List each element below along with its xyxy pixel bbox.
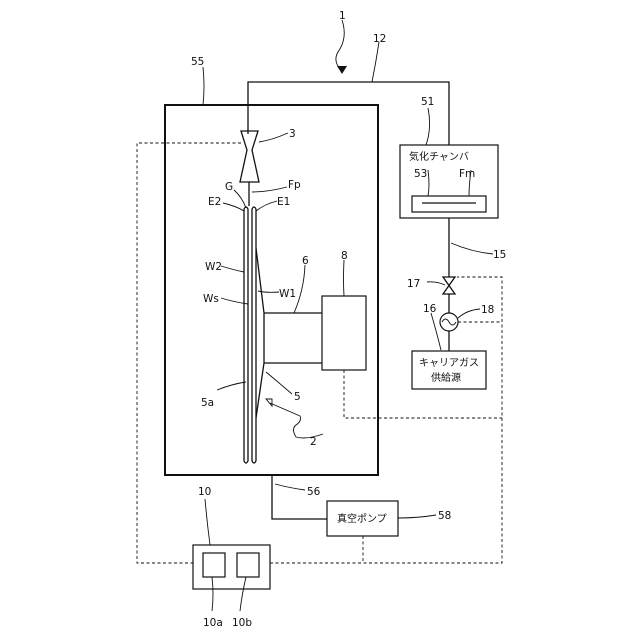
label-17: 17	[407, 278, 420, 290]
drive-unit	[322, 296, 366, 370]
stage	[256, 248, 264, 418]
label-6: 6	[302, 255, 309, 267]
label-fm: Fm	[459, 168, 475, 180]
carrier-gas-name-line2: 供給源	[431, 371, 461, 384]
arrow-1	[337, 66, 347, 74]
label-5a: 5a	[201, 397, 214, 409]
label-1: 1	[339, 10, 346, 22]
vacuum-pump-name: 真空ポンプ	[337, 512, 387, 525]
label-fp: Fp	[288, 179, 301, 191]
label-8: 8	[341, 250, 348, 262]
stage-shaft	[264, 313, 322, 363]
label-53: 53	[414, 168, 427, 180]
process-chamber	[165, 105, 378, 475]
label-10a: 10a	[203, 617, 223, 629]
label-e2: E2	[208, 196, 221, 208]
label-e1: E1	[277, 196, 290, 208]
vaporization-chamber-name: 気化チャンバ	[409, 150, 469, 163]
material-holder	[412, 196, 486, 212]
label-w1: W1	[279, 288, 296, 300]
label-15: 15	[493, 249, 506, 261]
label-g: G	[225, 181, 233, 193]
nozzle	[240, 131, 259, 182]
label-3: 3	[289, 128, 296, 140]
label-56: 56	[307, 486, 321, 498]
label-w2: W2	[205, 261, 222, 273]
label-16: 16	[423, 303, 437, 315]
label-5: 5	[294, 391, 301, 403]
label-55: 55	[191, 56, 204, 68]
label-18: 18	[481, 304, 494, 316]
label-10: 10	[198, 486, 211, 498]
controller-unit-b	[237, 553, 259, 577]
label-2: 2	[310, 436, 317, 448]
wafer-stack	[244, 207, 256, 463]
label-12: 12	[373, 33, 386, 45]
label-ws: Ws	[203, 293, 219, 305]
label-51: 51	[421, 96, 434, 108]
label-58: 58	[438, 510, 451, 522]
valve	[443, 277, 455, 294]
label-10b: 10b	[232, 617, 252, 629]
carrier-gas-name-line1: キャリアガス	[419, 357, 479, 369]
controller-unit-a	[203, 553, 225, 577]
pipe-12	[248, 82, 449, 145]
